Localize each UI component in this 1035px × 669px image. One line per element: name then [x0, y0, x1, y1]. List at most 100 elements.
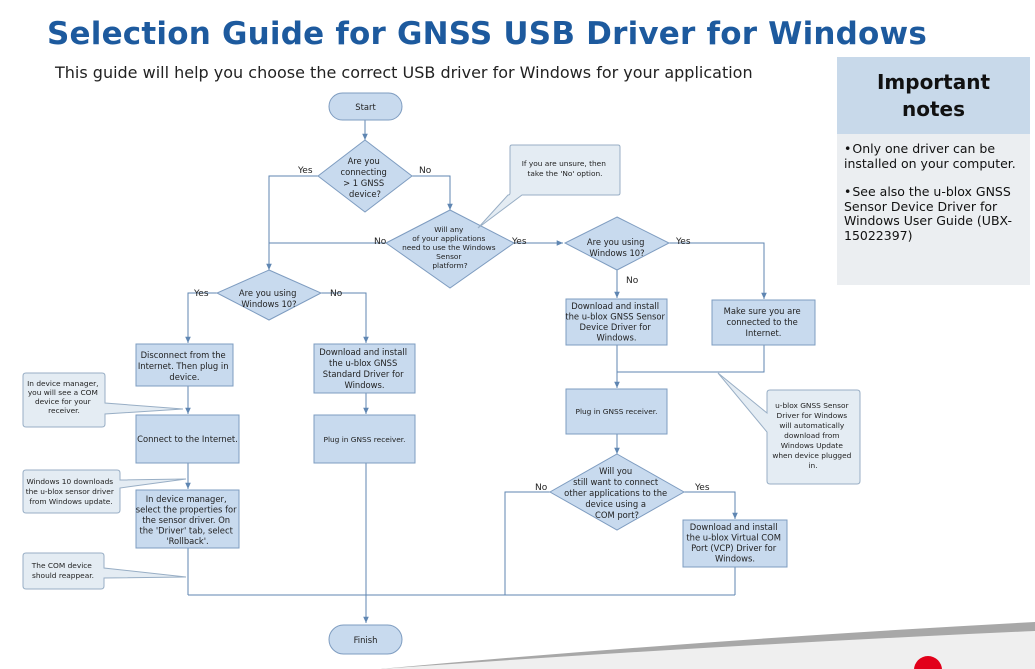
svg-text:In device manager, selec: In device manager, select the properties…	[136, 494, 240, 546]
svg-text:Are you using Windows 10: Are you using Windows 10?	[239, 288, 299, 309]
callout-text: If you are unsure, then	[522, 159, 607, 168]
callout-text: from Windows update.	[29, 497, 112, 506]
box-text: In device manager,	[146, 494, 227, 504]
yes-label: Yes	[694, 483, 710, 493]
no-label: No	[626, 276, 639, 286]
start-terminal: Start	[328, 92, 403, 121]
decision-text: Windows 10?	[589, 248, 644, 258]
bullet-icon: •	[844, 141, 852, 156]
svg-text:Windows 10 downloads the: Windows 10 downloads the u-blox sensor d…	[26, 477, 117, 506]
callout-text: Driver for Windows	[777, 411, 848, 420]
decision-text: other applications to the	[564, 488, 667, 498]
decision-text: Windows 10?	[241, 299, 296, 309]
line-connecting-yes	[266, 175, 318, 270]
box-text: Windows.	[344, 380, 384, 390]
note-text: Only one driver can be installed on your…	[844, 141, 1016, 171]
callout-auto-download: u-blox GNSS Sensor Driver for Windows wi…	[717, 372, 861, 485]
no-label: No	[374, 237, 387, 247]
svg-text:Disconnect from the Inte: Disconnect from the Internet. Then plug …	[138, 350, 231, 382]
line-connecting-no	[412, 175, 453, 210]
box-text: device.	[169, 372, 199, 382]
no-label: No	[419, 166, 432, 176]
callout-text: receiver.	[48, 406, 80, 415]
decision-text: connecting	[340, 167, 386, 177]
svg-text:Are you connecting: Are you connecting > 1 GNSS device?	[340, 156, 389, 199]
box-text: Disconnect from the	[141, 350, 226, 360]
box-text: the sensor driver. On	[142, 515, 230, 525]
decision-text: still want to connect	[573, 477, 659, 487]
box-text: Download and install	[571, 301, 659, 311]
callout-com-device: In device manager, you will see a COM de…	[22, 372, 184, 428]
decision-win10-right: Are you using Windows 10?	[563, 216, 671, 271]
branch-labels: Yes No No Yes Yes No Yes No No Yes	[193, 166, 710, 493]
callout-text: when device plugged	[772, 451, 851, 460]
box-text: Download and install	[319, 347, 407, 357]
svg-text:If you are unsure, then: If you are unsure, then take the 'No' op…	[522, 159, 609, 178]
svg-text:In device manager, you w: In device manager, you will see a COM de…	[27, 379, 101, 415]
decision-text: Are you using	[239, 288, 296, 298]
svg-text:Download and install the: Download and install the u-blox GNSS Sen…	[565, 301, 667, 343]
start-label: Start	[355, 102, 376, 112]
decision-vcp: Will you still want to connect other app…	[548, 453, 686, 531]
page-subtitle: This guide will help you choose the corr…	[55, 63, 753, 82]
notes-heading-line: Important	[876, 69, 991, 94]
decision-text: need to use the Windows	[402, 243, 496, 252]
important-notes-panel: Important notes •Only one driver can be …	[837, 57, 1030, 285]
decision-text: Will you	[599, 466, 632, 476]
svg-text:Make sure you are connec: Make sure you are connected to the Inter…	[724, 306, 804, 338]
footer-swoosh-light	[380, 631, 1035, 669]
svg-text:Are you using Windows 10: Are you using Windows 10?	[587, 237, 647, 258]
line-vcp-no	[504, 491, 550, 595]
page-title: Selection Guide for GNSS USB Driver for …	[47, 16, 928, 52]
callout-text: take the 'No' option.	[528, 169, 603, 178]
box-device-manager-rollback: In device manager, select the properties…	[135, 489, 240, 549]
box-plug-left: Plug in GNSS receiver.	[313, 414, 416, 464]
callout-text: u-blox GNSS Sensor	[775, 401, 849, 410]
box-text: 'Rollback'.	[166, 536, 208, 546]
box-text: Windows.	[715, 554, 755, 564]
yes-label: Yes	[297, 166, 313, 176]
decision-text: Will any	[434, 225, 464, 234]
callout-text: you will see a COM	[28, 388, 98, 397]
decision-text: device using a	[585, 499, 646, 509]
finish-terminal: Finish	[328, 624, 403, 655]
yes-label: Yes	[193, 289, 209, 299]
callout-text: Windows 10 downloads	[26, 477, 113, 486]
box-text: the u-blox GNSS	[329, 358, 397, 368]
decision-text: Are you	[348, 156, 380, 166]
line-internet-merge	[617, 345, 765, 373]
box-text: the u-blox Virtual COM	[686, 533, 781, 543]
decision-text: > 1 GNSS	[343, 178, 384, 188]
box-text: Device Driver for	[580, 322, 652, 332]
no-label: No	[330, 289, 343, 299]
box-sensor-driver: Download and install the u-blox GNSS Sen…	[565, 298, 668, 346]
box-vcp-driver: Download and install the u-blox Virtual …	[682, 519, 788, 568]
decision-connecting: Are you connecting > 1 GNSS device?	[317, 139, 413, 213]
svg-text:Download and install the: Download and install the u-blox GNSS Sta…	[319, 347, 409, 390]
line-win10left-no	[321, 292, 369, 343]
svg-text:Will you still want to c: Will you still want to connect other app…	[564, 466, 670, 520]
connectors	[185, 120, 767, 623]
box-plug-right: Plug in GNSS receiver.	[565, 388, 668, 435]
decision-text: device?	[349, 189, 381, 199]
box-connect-internet: Connect to the Internet.	[135, 414, 240, 464]
callout-text: The COM device	[31, 561, 93, 570]
notes-list: •Only one driver can be installed on you…	[837, 134, 1030, 243]
decision-text: Are you using	[587, 237, 644, 247]
svg-text:Download and install the: Download and install the u-blox Virtual …	[686, 522, 783, 564]
decision-text: COM port?	[595, 510, 639, 520]
box-text: the u-blox GNSS Sensor	[565, 312, 665, 322]
bullet-icon: •	[844, 184, 852, 199]
box-text: Internet. Then plug in	[138, 361, 229, 371]
decision-sensor-platform: Will any of your applications need to us…	[385, 209, 515, 289]
line-win10left-yes	[185, 292, 225, 343]
box-text: select the properties for	[136, 505, 237, 515]
callout-text: in.	[808, 461, 817, 470]
box-text: Windows.	[596, 333, 636, 343]
callout-text: will automatically	[779, 421, 845, 430]
box-text: Plug in GNSS receiver.	[323, 435, 405, 444]
yes-label: Yes	[511, 237, 527, 247]
note-item: •See also the u-blox GNSS Sensor Device …	[844, 184, 1020, 243]
decision-win10-left: Are you using Windows 10?	[215, 269, 323, 321]
